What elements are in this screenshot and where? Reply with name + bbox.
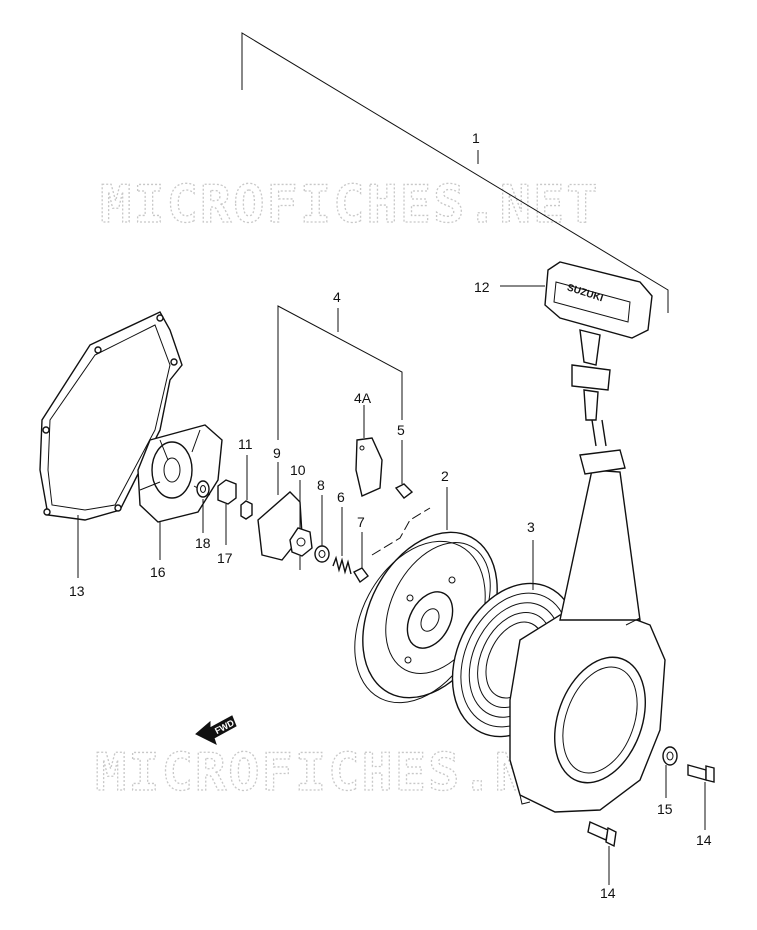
callout-18: 18	[195, 535, 211, 551]
pin-5	[394, 440, 414, 499]
callout-7: 7	[357, 514, 365, 530]
callout-15: 15	[657, 801, 673, 817]
callout-16: 16	[150, 564, 166, 580]
washer-8	[314, 495, 330, 563]
callout-10: 10	[290, 462, 306, 478]
callout-1: 1	[472, 130, 480, 146]
watermark-top: MICROFICHES.NET	[100, 175, 600, 235]
small-hardware	[196, 455, 253, 545]
callout-14-bottom: 14	[600, 885, 616, 901]
callout-8: 8	[317, 477, 325, 493]
spring-6	[332, 507, 352, 575]
callout-6: 6	[337, 489, 345, 505]
starter-handle: SUZUKI	[500, 261, 653, 421]
washer-15	[662, 746, 678, 798]
callout-2: 2	[441, 468, 449, 484]
fwd-arrow-icon: FWD	[195, 715, 237, 745]
bolt-right	[687, 764, 715, 830]
callout-13: 13	[69, 583, 85, 599]
starter-rope	[591, 419, 597, 447]
starter-case	[509, 449, 666, 813]
ratchet	[289, 480, 313, 570]
callout-3: 3	[527, 519, 535, 535]
callout-5: 5	[397, 422, 405, 438]
bolt-bottom	[587, 821, 617, 885]
bracket-part-1	[241, 32, 669, 313]
callout-9: 9	[273, 445, 281, 461]
callout-17: 17	[217, 550, 233, 566]
callout-14-right: 14	[696, 832, 712, 848]
bracket-part-4	[277, 305, 403, 440]
callout-4A: 4A	[354, 390, 372, 406]
pawl-4A	[355, 405, 383, 497]
pin-7	[353, 532, 369, 584]
callout-11: 11	[238, 436, 253, 452]
callout-12: 12	[474, 279, 490, 295]
callout-4: 4	[333, 289, 341, 305]
drive-cup	[137, 424, 223, 560]
